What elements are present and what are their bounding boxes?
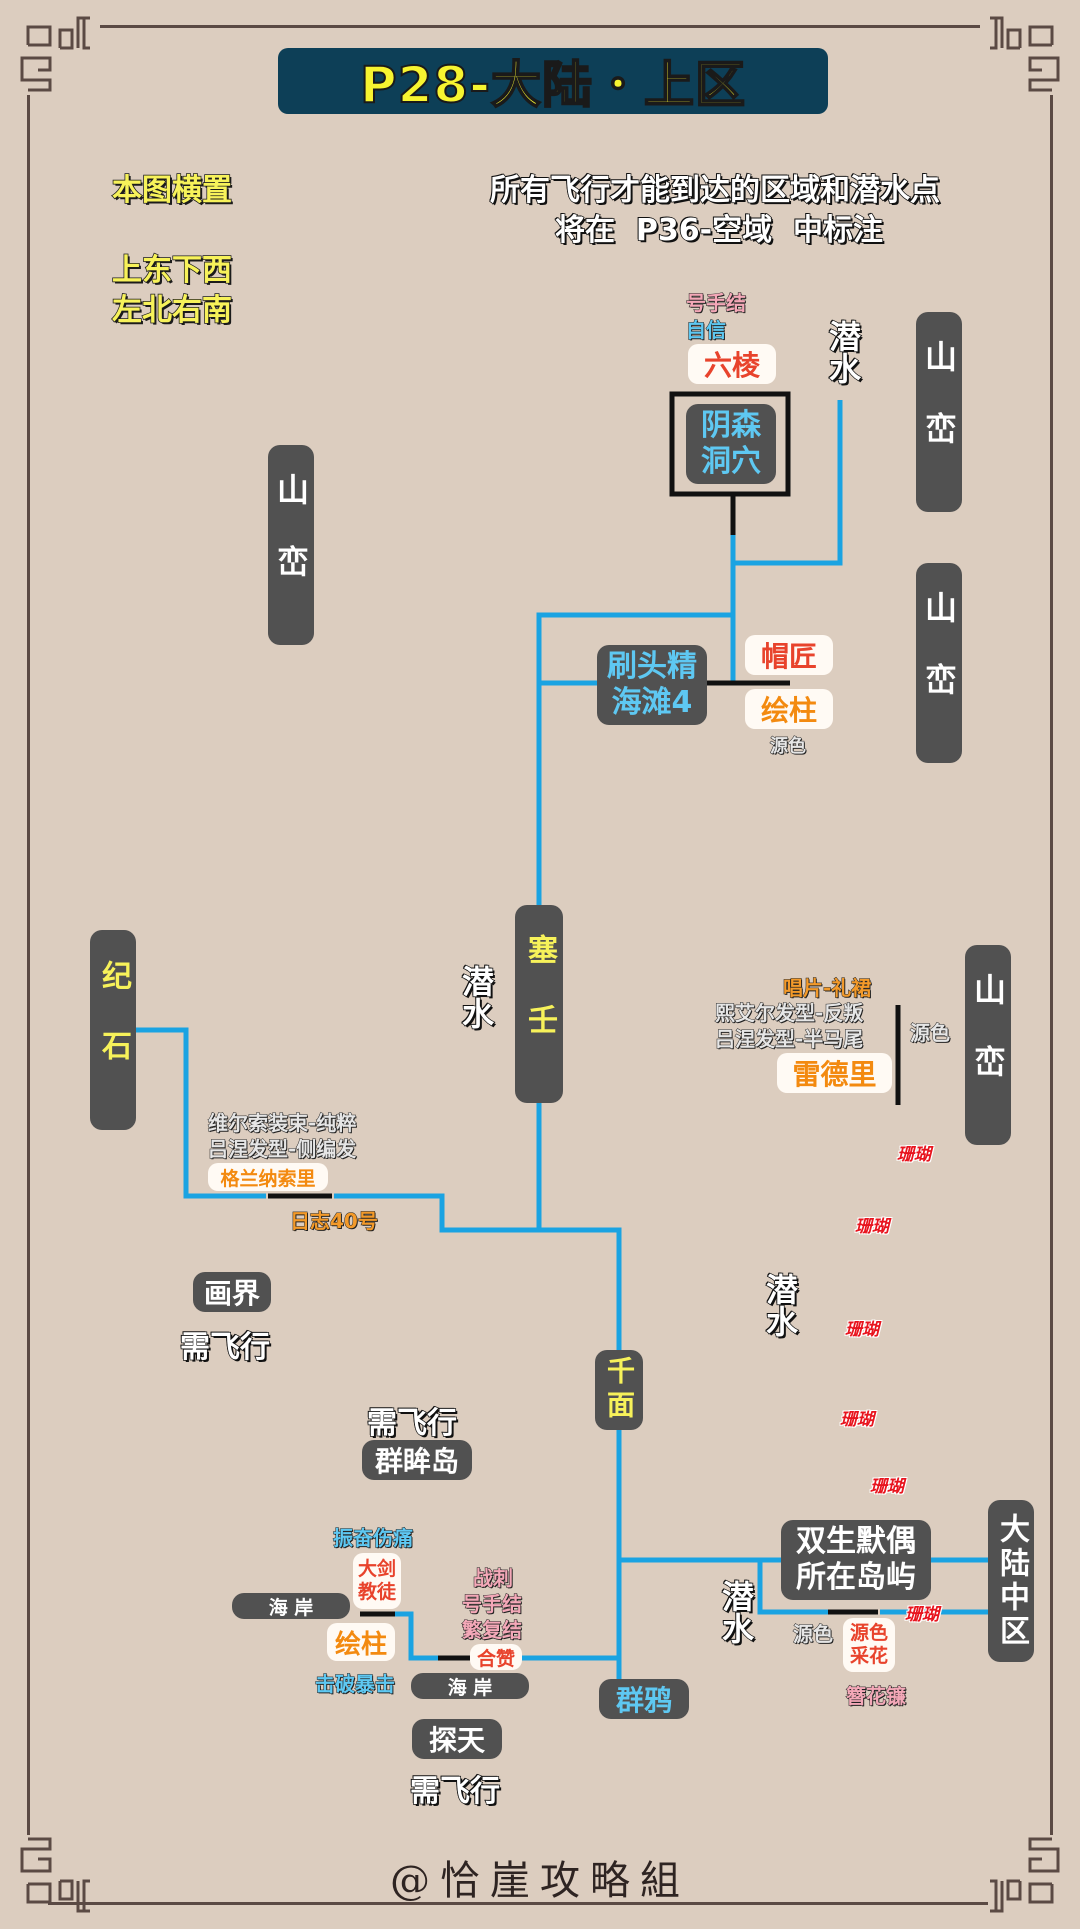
twin-puppet-island: 双生默偶 所在岛屿 — [781, 1520, 931, 1600]
frame-right — [1050, 95, 1053, 1835]
title-banner: P28-大陆・上区 — [278, 48, 828, 115]
connector-lines — [268, 391, 901, 1661]
cave-item-hexagon: 六棱 — [688, 344, 776, 384]
brush-beach: 刷头精 海滩4 — [597, 645, 707, 725]
cave-frame — [669, 391, 791, 497]
coral-5: 珊瑚 — [870, 1477, 904, 1497]
mountain-left: 山峦 — [268, 445, 314, 645]
mountain-top-right-2: 山峦 — [916, 563, 962, 763]
frame-bottom — [48, 1902, 988, 1905]
coral-1: 珊瑚 — [897, 1145, 931, 1165]
zhanci-item-3: 繁复结 — [462, 1618, 523, 1643]
hatter: 帽匠 — [745, 635, 833, 675]
grannasori-item-2: 吕涅发型-侧编发 — [207, 1137, 357, 1162]
direction-note-line2: 左北右南 — [111, 292, 233, 329]
greatsword-disciple: 大剑 教徒 — [353, 1553, 401, 1609]
cave-item-confidence: 自信 — [686, 318, 727, 343]
corner-ornament-bottom-right — [990, 1837, 1060, 1913]
corner-ornament-top-left — [20, 16, 90, 92]
orientation-note: 本图横置 — [111, 172, 233, 209]
hezan: 合赞 — [470, 1644, 522, 1670]
sky-probe-note: 需飞行 — [409, 1773, 501, 1810]
grannasori: 格兰纳索里 — [208, 1163, 328, 1191]
sky-probe: 探天 — [412, 1719, 502, 1759]
zhanci-item-2: 号手结 — [462, 1592, 523, 1617]
gloomy-cave: 阴森洞穴 — [686, 404, 776, 484]
dive-right: 潜水 — [760, 1272, 800, 1338]
mountain-top-right-1: 山峦 — [916, 312, 962, 512]
mainland-middle: 大陆中区 — [988, 1500, 1034, 1662]
flight-note-line1: 所有飞行才能到达的区域和潜水点 — [489, 172, 941, 209]
break-crit-item: 击破暴击 — [315, 1672, 396, 1697]
flight-note-line2: 将在 P36-空域 中标注 — [554, 212, 883, 249]
coral-3: 珊瑚 — [845, 1320, 879, 1340]
twin-below-hairpin-sickle: 簪花镰 — [846, 1684, 907, 1709]
frame-top — [100, 25, 980, 28]
thousand-faces: 千面 — [595, 1350, 643, 1430]
painted-pillar-top-sub: 源色 — [770, 736, 807, 758]
painted-pillar-top: 绘柱 — [745, 689, 833, 729]
leideli-item-3: 吕涅发型-半马尾 — [714, 1027, 864, 1052]
coral-2: 珊瑚 — [855, 1217, 889, 1237]
corner-ornament-top-right — [990, 16, 1060, 92]
zhenfen-item: 振奋伤痛 — [333, 1526, 414, 1551]
dive-top: 潜水 — [823, 319, 863, 385]
route-grannasori-right — [334, 1193, 622, 1375]
mountain-mid-right: 山峦 — [965, 945, 1011, 1145]
journal-40: 日志40号 — [290, 1209, 379, 1234]
dive-bottom-right: 潜水 — [716, 1579, 756, 1645]
twin-side-source-color: 源色 — [793, 1622, 834, 1647]
leideli-item-2: 熙艾尔发型-反叛 — [714, 1001, 864, 1026]
coral-twin: 珊瑚 — [905, 1605, 939, 1625]
leideli-item-1: 唱片-礼裙 — [782, 976, 872, 1001]
corner-ornament-bottom-left — [20, 1837, 90, 1913]
zhanci-item-1: 战刺 — [473, 1566, 514, 1591]
islet-note: 需飞行 — [366, 1405, 458, 1442]
route-dive-top — [733, 400, 843, 566]
direction-note-line1: 上东下西 — [111, 252, 233, 289]
cave-item-bugle-knot: 号手结 — [686, 291, 747, 316]
jishi: 纪石 — [90, 930, 136, 1130]
frame-left — [27, 95, 30, 1835]
coast-bottom: 海 岸 — [411, 1673, 529, 1699]
painting-realm-note: 需飞行 — [179, 1329, 271, 1366]
route-twin-branch — [757, 1560, 828, 1615]
islet: 群眸岛 — [362, 1440, 472, 1480]
coast-left: 海 岸 — [232, 1593, 350, 1619]
leideli-side-source-color: 源色 — [910, 1021, 951, 1046]
dive-mid: 潜水 — [456, 964, 496, 1030]
grannasori-item-1: 维尔索装束-纯粹 — [207, 1111, 357, 1136]
twin-box-source-color-flowers: 源色 采花 — [843, 1618, 895, 1672]
painting-realm: 画界 — [193, 1272, 271, 1312]
leideli: 雷德里 — [777, 1053, 892, 1093]
page-title: P28-大陆・上区 — [359, 55, 746, 115]
route-upper-hub — [536, 612, 733, 905]
author-signature: @恰崖攻略組 — [390, 1858, 690, 1904]
crows: 群鸦 — [599, 1679, 689, 1719]
painted-pillar-bottom: 绘柱 — [327, 1623, 395, 1661]
route-greatsword — [395, 1611, 438, 1661]
coral-4: 珊瑚 — [840, 1410, 874, 1430]
siren: 塞壬 — [515, 905, 563, 1103]
route-jishi — [135, 1027, 266, 1199]
